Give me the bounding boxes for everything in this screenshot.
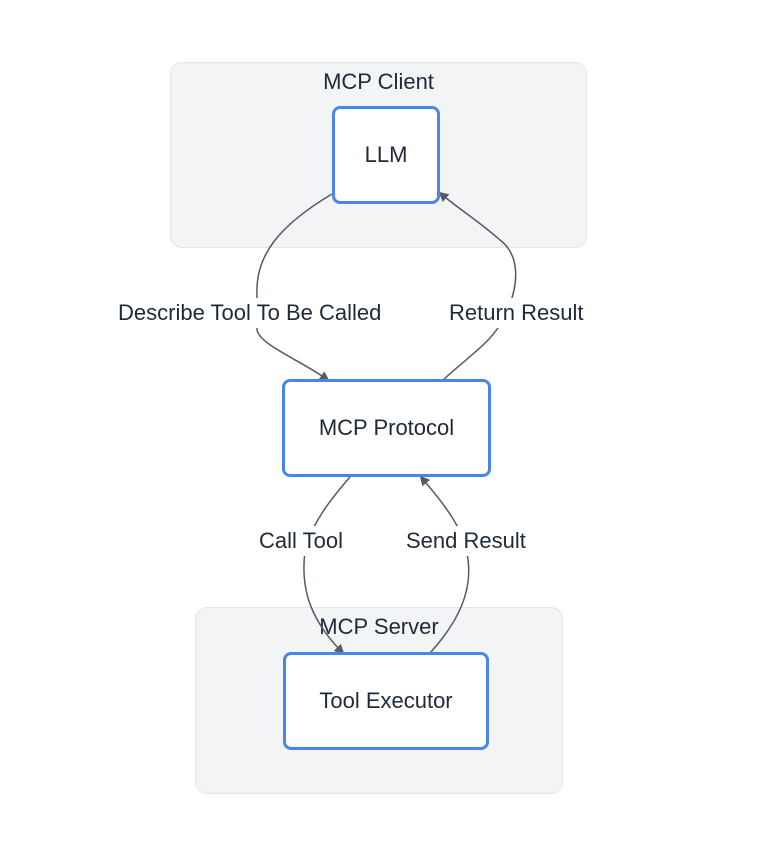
edge-label-send-result: Send Result — [403, 526, 529, 556]
edge-label-describe-tool: Describe Tool To Be Called — [115, 298, 385, 328]
node-tool-executor-label: Tool Executor — [319, 688, 453, 713]
node-mcp-protocol-label: MCP Protocol — [318, 415, 455, 440]
cluster-mcp-server-label: MCP Server — [319, 614, 439, 639]
node-mcp-protocol[interactable]: MCP Protocol — [282, 379, 491, 477]
node-llm-label: LLM — [364, 142, 408, 167]
node-llm[interactable]: LLM — [332, 106, 440, 204]
cluster-mcp-client-label: MCP Client — [323, 69, 434, 94]
edge-send-result — [419, 475, 470, 654]
edge-label-return-result: Return Result — [446, 298, 587, 328]
edge-describe-tool — [256, 193, 333, 382]
edge-label-call-tool: Call Tool — [256, 526, 346, 556]
edge-call-tool — [303, 476, 351, 655]
node-tool-executor[interactable]: Tool Executor — [283, 652, 489, 750]
edge-return-result — [438, 191, 517, 381]
